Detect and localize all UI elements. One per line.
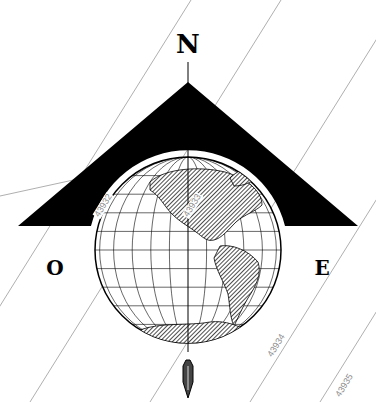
contour-number: 43934 [266,331,288,359]
pen-nib-slit [188,366,189,390]
compass-letter: O [46,258,63,278]
contour-number: 43935 [334,371,356,399]
compass-letter: E [314,258,329,278]
compass-letter: N [176,31,200,57]
pen-nib-pointer [183,360,193,398]
